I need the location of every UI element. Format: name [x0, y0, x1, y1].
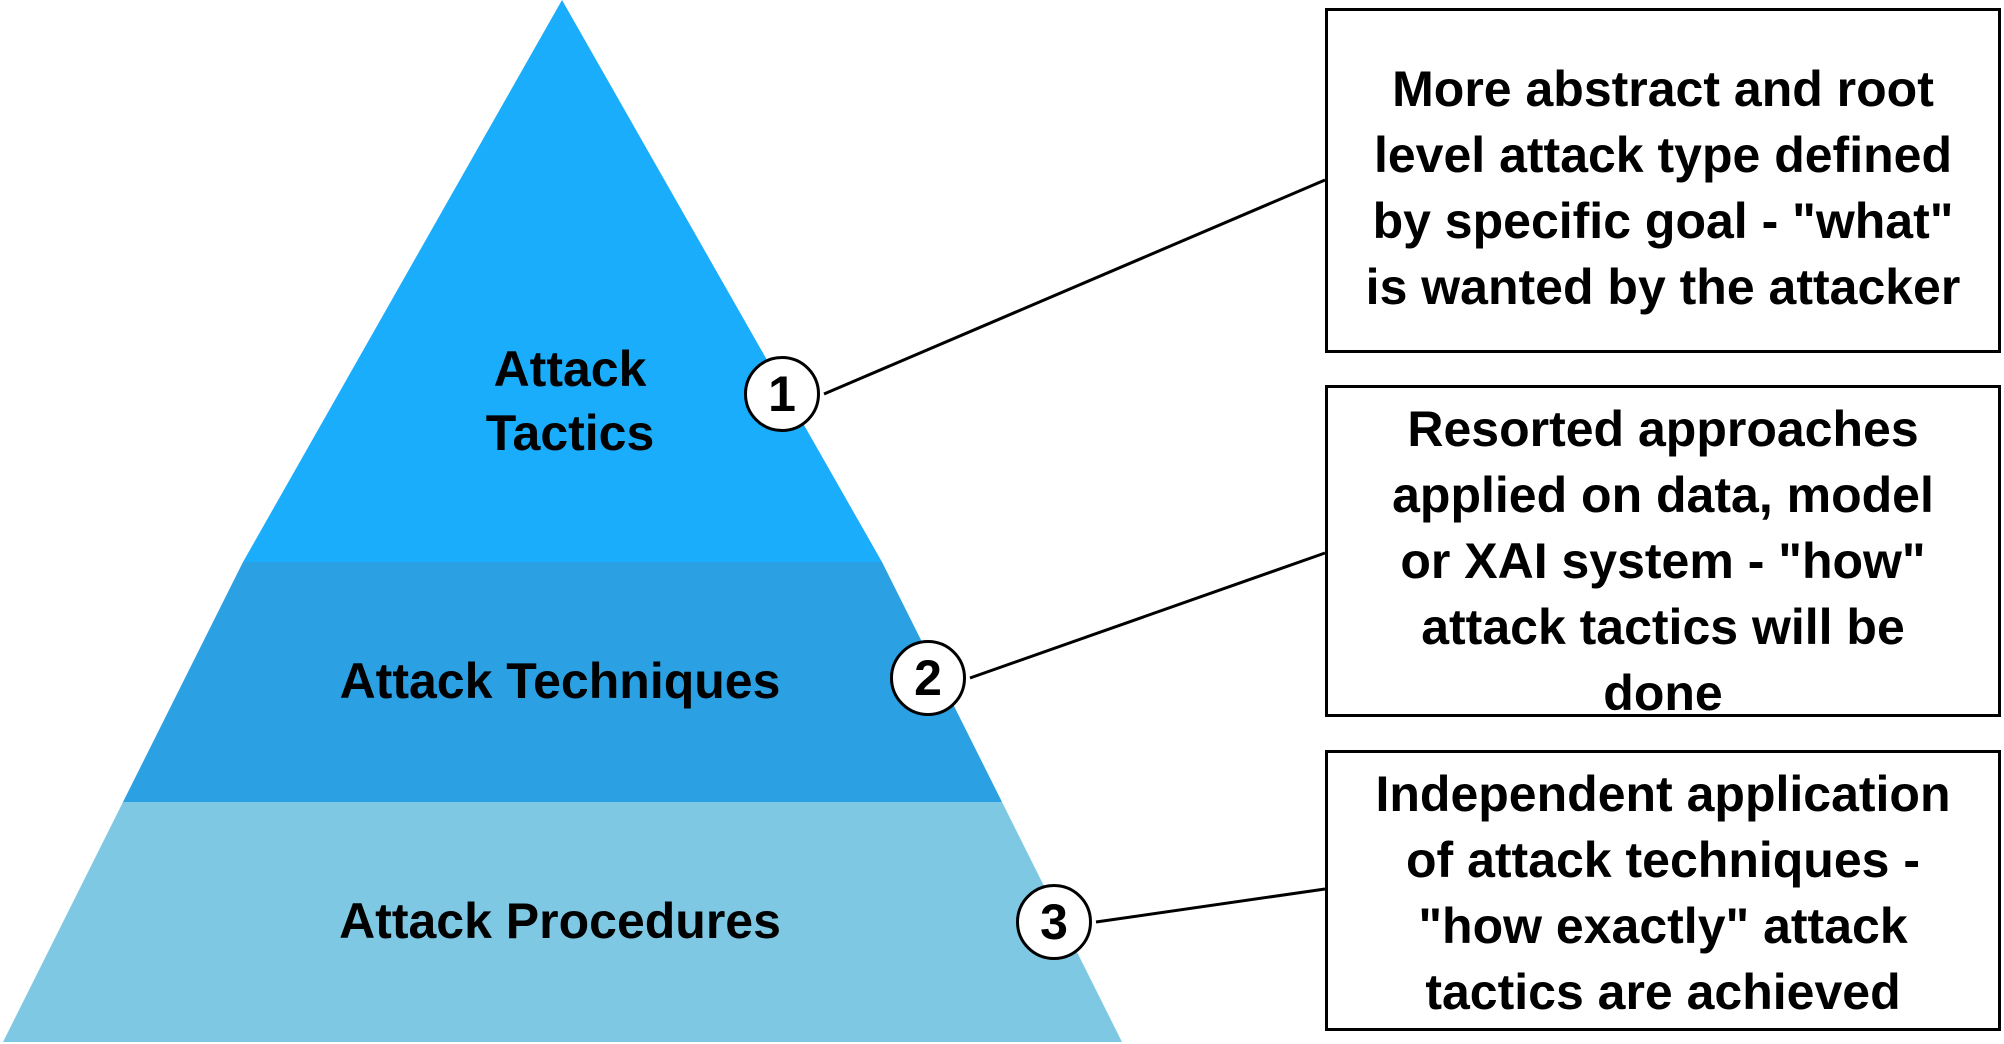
tier-tactics-label: Attack Tactics [420, 337, 720, 465]
description-line: "how exactly" attack [1418, 898, 1908, 954]
badge-number: 1 [768, 366, 796, 422]
tier-techniques-label-line: Attack Techniques [339, 653, 781, 709]
connector-line-1 [823, 178, 1326, 396]
tier-tactics-shape [243, 0, 882, 562]
description-line: attack tactics will be [1421, 599, 1905, 655]
description-line: is wanted by the attacker [1365, 259, 1961, 315]
description-box-techniques: Resorted approaches applied on data, mod… [1325, 385, 2001, 721]
description-line: level attack type defined [1373, 127, 1952, 183]
tier-tactics-label-line: Attack [493, 341, 647, 397]
description-line: Independent application [1375, 766, 1951, 822]
description-line: More abstract and root [1392, 61, 1934, 117]
tier-procedures-label: Attack Procedures [260, 889, 860, 953]
tier-number-badge-1: 1 [744, 356, 820, 432]
description-box-tactics: More abstract and root level attack type… [1325, 8, 2001, 353]
description-line: of attack techniques - [1406, 832, 1920, 888]
description-line: done [1603, 665, 1723, 721]
tier-procedures-shape [3, 802, 1122, 1042]
tier-number-badge-2: 2 [890, 640, 966, 716]
description-line: or XAI system - "how" [1400, 533, 1926, 589]
badge-number: 2 [914, 650, 942, 706]
tier-techniques-shape [123, 562, 1002, 802]
description-box-procedures: Independent application of attack techni… [1325, 750, 2001, 1031]
connector-line-2 [969, 551, 1326, 680]
connector-line-3 [1095, 887, 1326, 924]
description-line: by specific goal - "what" [1372, 193, 1954, 249]
tier-procedures-label-line: Attack Procedures [339, 893, 781, 949]
badge-number: 3 [1040, 894, 1068, 950]
tier-number-badge-3: 3 [1016, 884, 1092, 960]
description-line: Resorted approaches [1407, 401, 1919, 457]
description-line: applied on data, model [1392, 467, 1934, 523]
tier-techniques-label: Attack Techniques [260, 649, 860, 713]
tier-tactics-label-line: Tactics [485, 405, 655, 461]
description-line: tactics are achieved [1425, 964, 1901, 1020]
